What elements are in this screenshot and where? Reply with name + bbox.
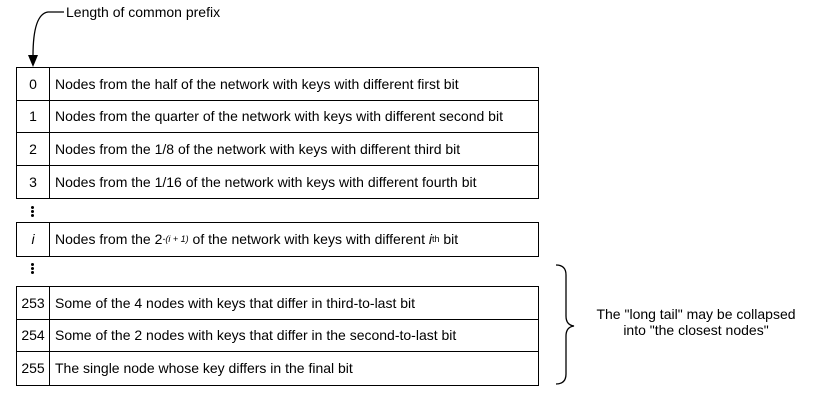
table-row: 2 Nodes from the 1/8 of the network with…	[17, 133, 538, 166]
bucket-description: Nodes from the quarter of the network wi…	[55, 108, 503, 125]
table-row: 254 Some of the 2 nodes with keys that d…	[17, 319, 538, 352]
desc-text: of the network with keys with different	[188, 231, 429, 248]
desc-text: Nodes from the 2	[55, 231, 163, 248]
prefix-length: 254	[17, 319, 50, 351]
prefix-length: 255	[17, 352, 50, 385]
bucket-description: The single node whose key differs in the…	[55, 360, 353, 377]
prefix-length: 1	[17, 100, 50, 132]
desc-text: bit	[439, 231, 459, 248]
prefix-length: 253	[17, 287, 50, 319]
bucket-table-bottom: 253 Some of the 4 nodes with keys that d…	[16, 286, 539, 386]
prefix-length: 3	[17, 165, 50, 198]
note-line: The "long tail" may be collapsed	[596, 306, 796, 322]
table-row: 253 Some of the 4 nodes with keys that d…	[17, 287, 538, 320]
ellipsis-dots	[31, 263, 35, 275]
bucket-description: Nodes from the 2-(i + 1) of the network …	[50, 223, 538, 256]
table-row: i Nodes from the 2-(i + 1) of the networ…	[17, 223, 538, 256]
prefix-length: i	[17, 223, 50, 256]
table-row: 0 Nodes from the half of the network wit…	[17, 68, 538, 101]
ellipsis-dots	[31, 206, 35, 218]
prefix-length: 0	[17, 68, 50, 100]
bucket-table-top: 0 Nodes from the half of the network wit…	[16, 67, 539, 199]
bucket-description: Nodes from the 1/8 of the network with k…	[55, 140, 461, 157]
bucket-table-middle: i Nodes from the 2-(i + 1) of the networ…	[16, 222, 539, 257]
ordinal-var: i	[428, 231, 432, 248]
prefix-length: 2	[17, 133, 50, 165]
exponent: -(i + 1)	[162, 234, 189, 245]
common-prefix-label: Length of common prefix	[66, 4, 221, 20]
bucket-description: Some of the 4 nodes with keys that diffe…	[55, 294, 416, 311]
table-row: 255 The single node whose key differs in…	[17, 352, 538, 385]
ordinal-suffix: th	[431, 234, 440, 245]
table-row: 3 Nodes from the 1/16 of the network wit…	[17, 165, 538, 198]
table-row: 1 Nodes from the quarter of the network …	[17, 100, 538, 133]
bucket-description: Nodes from the 1/16 of the network with …	[55, 173, 477, 190]
note-line: into "the closest nodes"	[623, 322, 769, 338]
bucket-description: Some of the 2 nodes with keys that diffe…	[55, 327, 457, 344]
long-tail-note: The "long tail" may be collapsed into "t…	[588, 306, 804, 338]
bucket-description: Nodes from the half of the network with …	[55, 75, 459, 92]
long-tail-brace	[555, 264, 575, 385]
